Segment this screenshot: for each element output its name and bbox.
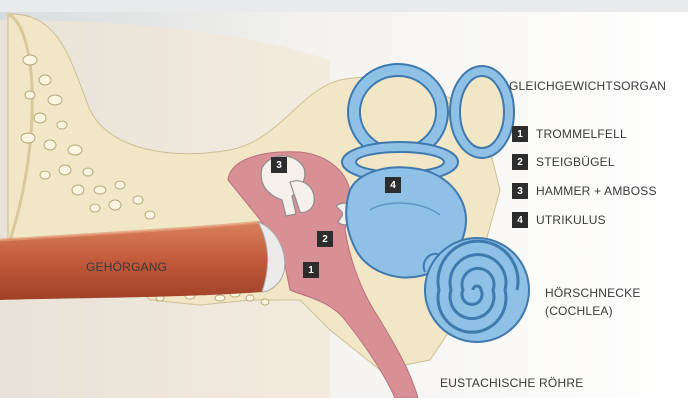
label-eustachische-roehre: EUSTACHISCHE RÖHRE xyxy=(440,376,583,390)
legend-label: STEIGBÜGEL xyxy=(536,155,615,169)
top-strip xyxy=(0,0,688,12)
legend-label: TROMMELFELL xyxy=(536,127,627,141)
legend-label: HAMMER + AMBOSS xyxy=(536,184,657,198)
legend-badge: 1 xyxy=(512,126,528,142)
label-gehoergang: GEHÖRGANG xyxy=(86,260,167,274)
legend-label: UTRIKULUS xyxy=(536,213,606,227)
cochlea xyxy=(424,238,529,342)
marker-utrikulus: 4 xyxy=(385,177,401,193)
marker-steigbuegel: 2 xyxy=(317,231,333,247)
legend-item: 3 HAMMER + AMBOSS xyxy=(512,182,657,200)
legend-item: 4 UTRIKULUS xyxy=(512,211,606,229)
legend-item: 1 TROMMELFELL xyxy=(512,125,627,143)
marker-hammer-amboss: 3 xyxy=(271,157,287,173)
marker-trommelfell: 1 xyxy=(303,262,319,278)
legend-item: 2 STEIGBÜGEL xyxy=(512,153,615,171)
legend-badge: 4 xyxy=(512,212,528,228)
label-hoerschnecke: HÖRSCHNECKE xyxy=(545,286,641,300)
label-gleichgewichtsorgan: GLEICHGEWICHTSORGAN xyxy=(509,79,666,93)
label-cochlea: (COCHLEA) xyxy=(545,304,613,318)
legend-badge: 3 xyxy=(512,183,528,199)
legend-badge: 2 xyxy=(512,154,528,170)
